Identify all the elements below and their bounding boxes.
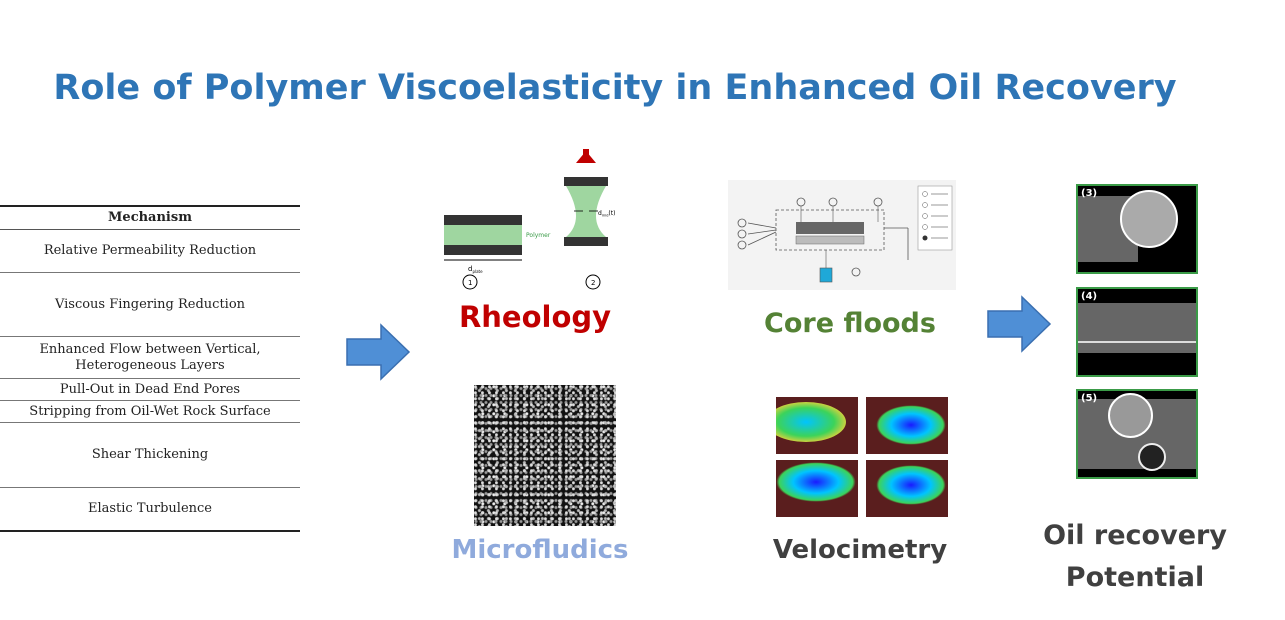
d-mid-label: d [598, 210, 602, 217]
svg-text:dmid(t): dmid(t) [598, 210, 615, 218]
right-arrow-icon [346, 323, 411, 381]
polymer-label: Polymer [526, 232, 551, 239]
oil-recovery-line2: Potential [1065, 562, 1205, 593]
ct-scan-number: (4) [1081, 291, 1098, 302]
ct-scan-image: (3) [1076, 184, 1198, 274]
oil-recovery-line1: Oil recovery [1043, 520, 1227, 551]
microfluidics-image [474, 385, 616, 526]
velocimetry-panel [866, 397, 948, 454]
table-row: Viscous Fingering Reduction [0, 273, 300, 337]
step-2-label: 2 [591, 279, 595, 287]
table-row: Relative Permeability Reduction [0, 230, 300, 273]
table-header: Mechanism [0, 205, 300, 230]
ct-scan-image: (4) [1076, 287, 1198, 377]
ct-scan-number: (5) [1081, 393, 1098, 404]
d-mid-t: (t) [608, 210, 615, 217]
mechanism-table: Mechanism Relative Permeability Reductio… [0, 205, 300, 532]
table-row: Pull-Out in Dead End Pores [0, 379, 300, 401]
ct-scan-image: (5) [1076, 389, 1198, 479]
core-floods-label: Core floods [764, 308, 936, 339]
rheology-label: Rheology [458, 300, 612, 334]
table-row: Stripping from Oil-Wet Rock Surface [0, 401, 300, 423]
velocimetry-panel [866, 460, 948, 517]
d-plate-sub: plate [472, 269, 483, 274]
table-row: Elastic Turbulence [0, 488, 300, 532]
table-row: Shear Thickening [0, 423, 300, 488]
d-plate-label: d [468, 265, 472, 273]
core-flood-schematic [728, 180, 956, 290]
svg-text:dplate: dplate [468, 265, 483, 274]
oil-recovery-label: Oil recovery Potential [1020, 515, 1250, 599]
microfluidics-label: Microfludics [451, 535, 629, 565]
d-mid-sub: mid [602, 214, 609, 218]
rheology-diagram: Polymer dplate 1 dmid(t) 2 [444, 149, 615, 290]
velocimetry-panel [776, 397, 858, 454]
right-arrow-icon [987, 295, 1052, 353]
ct-scan-number: (3) [1081, 188, 1098, 199]
velocimetry-label: Velocimetry [772, 535, 948, 565]
table-row: Enhanced Flow between Vertical, Heteroge… [0, 337, 300, 379]
step-1-label: 1 [468, 279, 472, 287]
velocimetry-panel [776, 460, 858, 517]
page-title: Role of Polymer Viscoelasticity in Enhan… [53, 68, 1177, 108]
